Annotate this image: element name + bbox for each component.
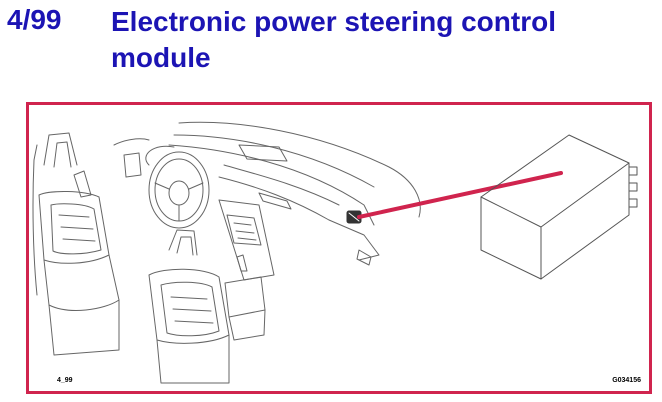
figure-code-left: 4_99 [57,377,73,384]
figure-code-right: G034156 [612,377,641,384]
diagram-illustration [32,121,638,384]
dashboard-outline [168,121,421,266]
page-number: 4/99 [7,4,62,35]
diagram-frame: 4_99 G034156 [26,102,652,394]
pointer-line [357,171,563,219]
steering-wheel [145,145,210,229]
front-seat-right [148,229,230,384]
control-module-box [480,134,638,280]
page-title: Electronic power steering control module [111,6,556,73]
door-panel [32,138,150,296]
front-seat-left [38,132,120,356]
module-location-marker [346,210,362,224]
center-console [218,199,275,341]
